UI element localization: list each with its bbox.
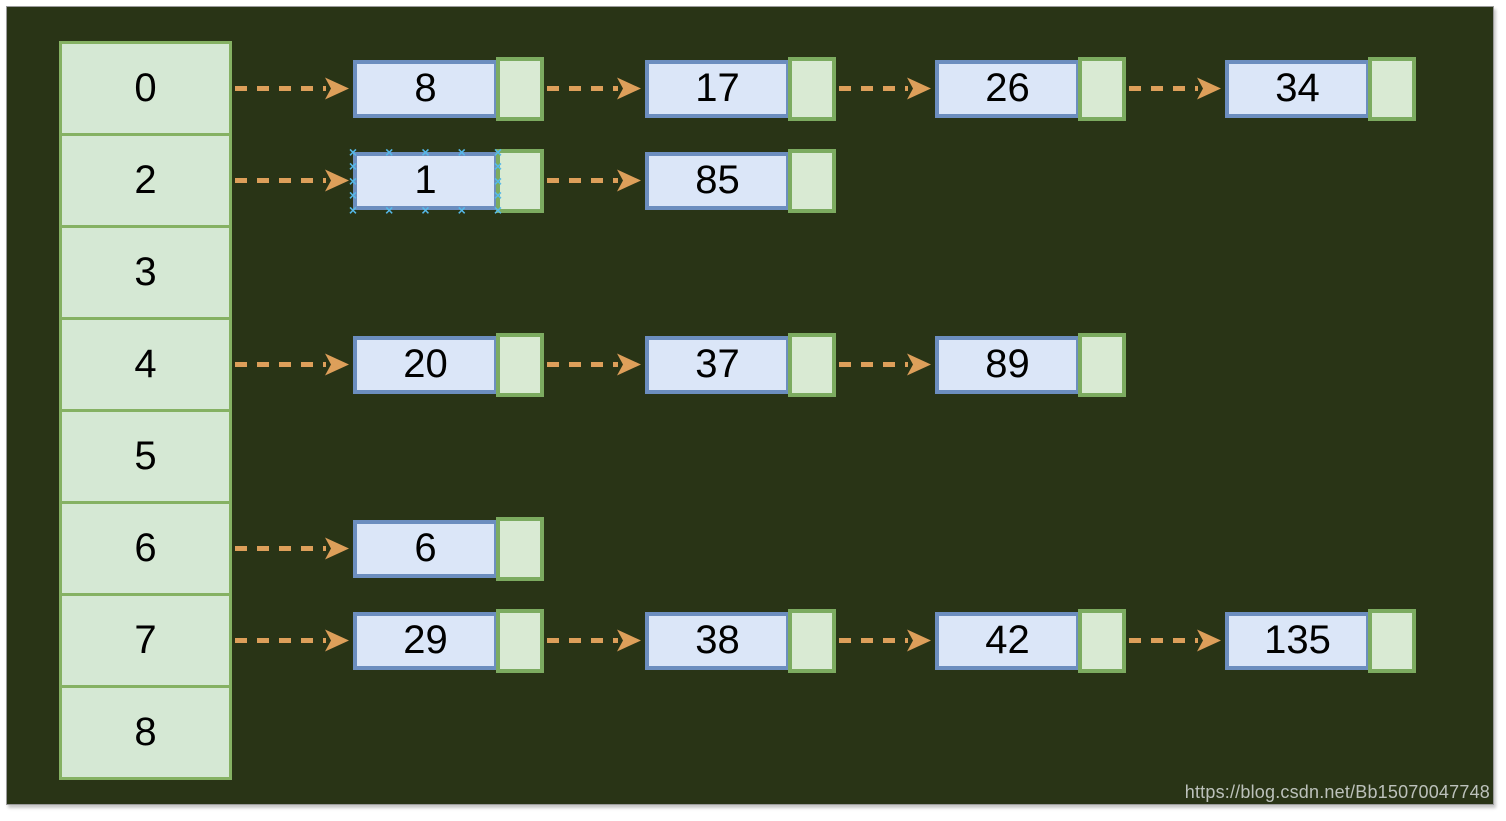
- array-cell-label: 3: [134, 250, 157, 294]
- list-node-34[interactable]: 34: [1225, 56, 1416, 121]
- node-value-box[interactable]: 85: [645, 151, 790, 210]
- node-value-box[interactable]: 26: [935, 59, 1080, 118]
- list-node-42[interactable]: 42: [935, 608, 1126, 673]
- array-cell-5[interactable]: 5: [59, 409, 232, 504]
- node-next-pointer-box[interactable]: [496, 516, 544, 581]
- node-next-pointer-box[interactable]: [496, 56, 544, 121]
- node-value-box[interactable]: 20: [353, 335, 498, 394]
- node-next-pointer-box[interactable]: [496, 608, 544, 673]
- node-next-pointer-box[interactable]: [496, 148, 544, 213]
- array-cell-8[interactable]: 8: [59, 685, 232, 780]
- list-node-29[interactable]: 29: [353, 608, 544, 673]
- array-cell-3[interactable]: 3: [59, 225, 232, 320]
- node-value-box[interactable]: 6: [353, 519, 498, 578]
- node-next-pointer-box[interactable]: [1368, 56, 1416, 121]
- node-next-pointer-box[interactable]: [788, 56, 836, 121]
- array-cell-0[interactable]: 0: [59, 41, 232, 136]
- node-next-pointer-box[interactable]: [1078, 332, 1126, 397]
- node-value-box[interactable]: 38: [645, 611, 790, 670]
- list-node-37[interactable]: 37: [645, 332, 836, 397]
- node-next-pointer-box[interactable]: [1078, 608, 1126, 673]
- array-cell-label: 8: [134, 710, 157, 754]
- list-node-26[interactable]: 26: [935, 56, 1126, 121]
- node-value-box[interactable]: 1: [353, 151, 498, 210]
- node-next-pointer-box[interactable]: [1368, 608, 1416, 673]
- node-value-box[interactable]: 29: [353, 611, 498, 670]
- list-node-17[interactable]: 17: [645, 56, 836, 121]
- node-value-box[interactable]: 135: [1225, 611, 1370, 670]
- node-value-box[interactable]: 37: [645, 335, 790, 394]
- array-cell-label: 0: [134, 66, 157, 110]
- node-next-pointer-box[interactable]: [788, 608, 836, 673]
- watermark-url: https://blog.csdn.net/Bb15070047748: [1184, 782, 1490, 802]
- node-next-pointer-box[interactable]: [496, 332, 544, 397]
- node-value-box[interactable]: 34: [1225, 59, 1370, 118]
- node-next-pointer-box[interactable]: [788, 148, 836, 213]
- list-node-6[interactable]: 6: [353, 516, 544, 581]
- node-value-box[interactable]: 17: [645, 59, 790, 118]
- array-cell-4[interactable]: 4: [59, 317, 232, 412]
- list-node-1[interactable]: 1××××××××××××××××: [349, 145, 544, 217]
- list-node-135[interactable]: 135: [1225, 608, 1416, 673]
- list-node-20[interactable]: 20: [353, 332, 544, 397]
- list-node-89[interactable]: 89: [935, 332, 1126, 397]
- array-cell-2[interactable]: 2: [59, 133, 232, 228]
- node-value-box[interactable]: 89: [935, 335, 1080, 394]
- array-cell-label: 5: [134, 434, 157, 478]
- array-cell-7[interactable]: 7: [59, 593, 232, 688]
- list-node-38[interactable]: 38: [645, 608, 836, 673]
- node-value-box[interactable]: 42: [935, 611, 1080, 670]
- array-cell-label: 4: [134, 342, 157, 386]
- list-node-8[interactable]: 8: [353, 56, 544, 121]
- array-cell-label: 2: [134, 158, 157, 202]
- array-cell-6[interactable]: 6: [59, 501, 232, 596]
- node-value-box[interactable]: 8: [353, 59, 498, 118]
- list-node-85[interactable]: 85: [645, 148, 836, 213]
- node-next-pointer-box[interactable]: [1078, 56, 1126, 121]
- node-next-pointer-box[interactable]: [788, 332, 836, 397]
- array-cell-label: 7: [134, 618, 157, 662]
- array-cell-label: 6: [134, 526, 157, 570]
